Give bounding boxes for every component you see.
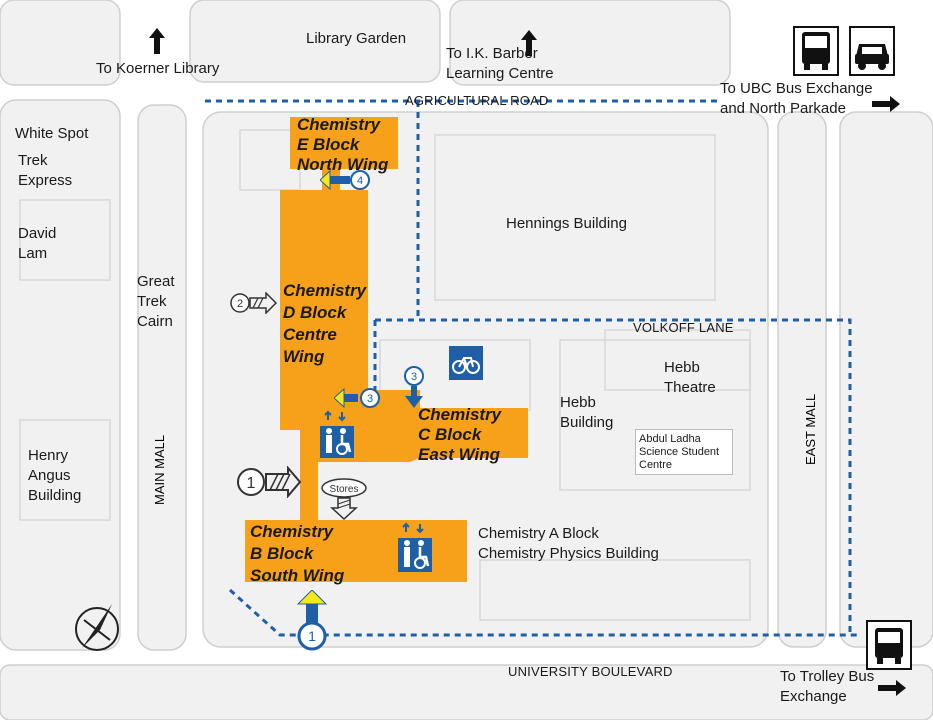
d-block-label-line2: D Block	[283, 303, 347, 322]
entrance-3-marker: 3	[334, 387, 380, 409]
hebb-building-label-line1: Hebb	[560, 394, 596, 411]
white-spot-label: White Spot	[15, 125, 89, 142]
d-block-label-line1: Chemistry	[283, 281, 367, 300]
bus-exchange-label-line1: To UBC Bus Exchange	[720, 80, 873, 97]
ikbarber-label-line1: To I.K. Barber	[446, 45, 538, 62]
up-arrow-icon	[521, 30, 537, 56]
e-block-label-line2: E Block	[297, 135, 360, 154]
abdul-ladha-label-line2: Science Student	[639, 446, 720, 458]
stores-label: Stores	[330, 484, 359, 495]
abdul-ladha-label-line3: Centre	[639, 459, 673, 471]
c-block-label-line3: East Wing	[418, 445, 501, 464]
entrance-1-number: 1	[308, 628, 316, 644]
hebb-theatre-label-line2: Theatre	[664, 379, 716, 396]
d-block-label-line4: Wing	[283, 347, 325, 366]
accessible-washroom-icon	[320, 410, 354, 458]
up-arrow-icon	[149, 28, 165, 54]
trek-express-label-line2: Express	[18, 172, 73, 189]
trek-express-label-line1: Trek	[18, 152, 48, 169]
entrance-4-number: 4	[357, 175, 363, 187]
koerner-library-label: To Koerner Library	[96, 60, 220, 77]
david-lam-label-line2: Lam	[18, 245, 48, 262]
entrance-3-blue-marker: 3	[404, 366, 424, 408]
entrance-4-marker: 4	[320, 169, 370, 191]
right-arrow-icon	[872, 96, 900, 112]
entrance-2-marker: 2	[230, 292, 278, 314]
great-trek-cairn-label-line3: Cairn	[137, 313, 173, 330]
b-block-label-line1: Chemistry	[250, 522, 334, 541]
c-block-label-line1: Chemistry	[418, 405, 502, 424]
accessible-washroom-icon	[398, 522, 432, 572]
abdul-ladha-box: Abdul Ladha Science Student Centre	[635, 429, 733, 475]
chem-a-block-label-line1: Chemistry A Block	[478, 525, 599, 542]
hennings-building-label: Hennings Building	[506, 215, 627, 232]
henry-angus-label-line2: Angus	[28, 467, 71, 484]
trolley-exchange-label-line2: Exchange	[780, 688, 847, 705]
entrance-2-number: 2	[237, 298, 243, 310]
great-trek-cairn-label-line1: Great	[137, 273, 175, 290]
abdul-ladha-label-line1: Abdul Ladha	[639, 433, 701, 445]
c-block-label-line2: C Block	[418, 425, 482, 444]
trolley-exchange-label-line1: To Trolley Bus	[780, 668, 875, 685]
entrance-1-large-number: 1	[247, 475, 256, 492]
hebb-theatre-label-line1: Hebb	[664, 359, 700, 376]
bicycle-icon	[449, 346, 483, 380]
right-arrow-icon	[878, 680, 906, 696]
entrance-3-blue-number: 3	[411, 371, 417, 383]
henry-angus-label-line3: Building	[28, 487, 82, 504]
ikbarber-label-line2: Learning Centre	[446, 65, 554, 82]
bus-exchange-label-line2: and North Parkade	[720, 100, 846, 117]
hebb-building-label-line2: Building	[560, 414, 614, 431]
b-block-label-line2: B Block	[250, 544, 314, 563]
e-block-label-line1: Chemistry	[297, 115, 381, 134]
stores-marker: Stores	[321, 478, 367, 520]
b-block-label-line3: South Wing	[250, 566, 345, 585]
d-block-label-line3: Centre	[283, 325, 337, 344]
chem-a-block-label-line2: Chemistry Physics Building	[478, 545, 659, 562]
compass	[75, 604, 119, 651]
main-mall-label: MAIN MALL	[152, 434, 167, 505]
entrance-3-number: 3	[367, 393, 373, 405]
e-block-label-line3: North Wing	[297, 155, 389, 174]
agricultural-road-label: AGRICULTURAL ROAD	[405, 93, 549, 108]
library-garden-label: Library Garden	[306, 30, 407, 47]
car-icon	[849, 26, 895, 76]
henry-angus-label-line1: Henry	[28, 447, 69, 464]
east-mall-label: EAST MALL	[803, 393, 818, 465]
university-boulevard-label: UNIVERSITY BOULEVARD	[508, 664, 673, 679]
great-trek-cairn-label-line2: Trek	[137, 293, 167, 310]
david-lam-label-line1: David	[18, 225, 57, 242]
entrance-1-large-marker: 1	[237, 466, 302, 498]
trolley-bus-icon	[866, 620, 912, 670]
bus-icon	[793, 26, 839, 76]
volkoff-lane-label: VOLKOFF LANE	[633, 320, 734, 335]
entrance-1-marker: 1	[296, 590, 328, 651]
